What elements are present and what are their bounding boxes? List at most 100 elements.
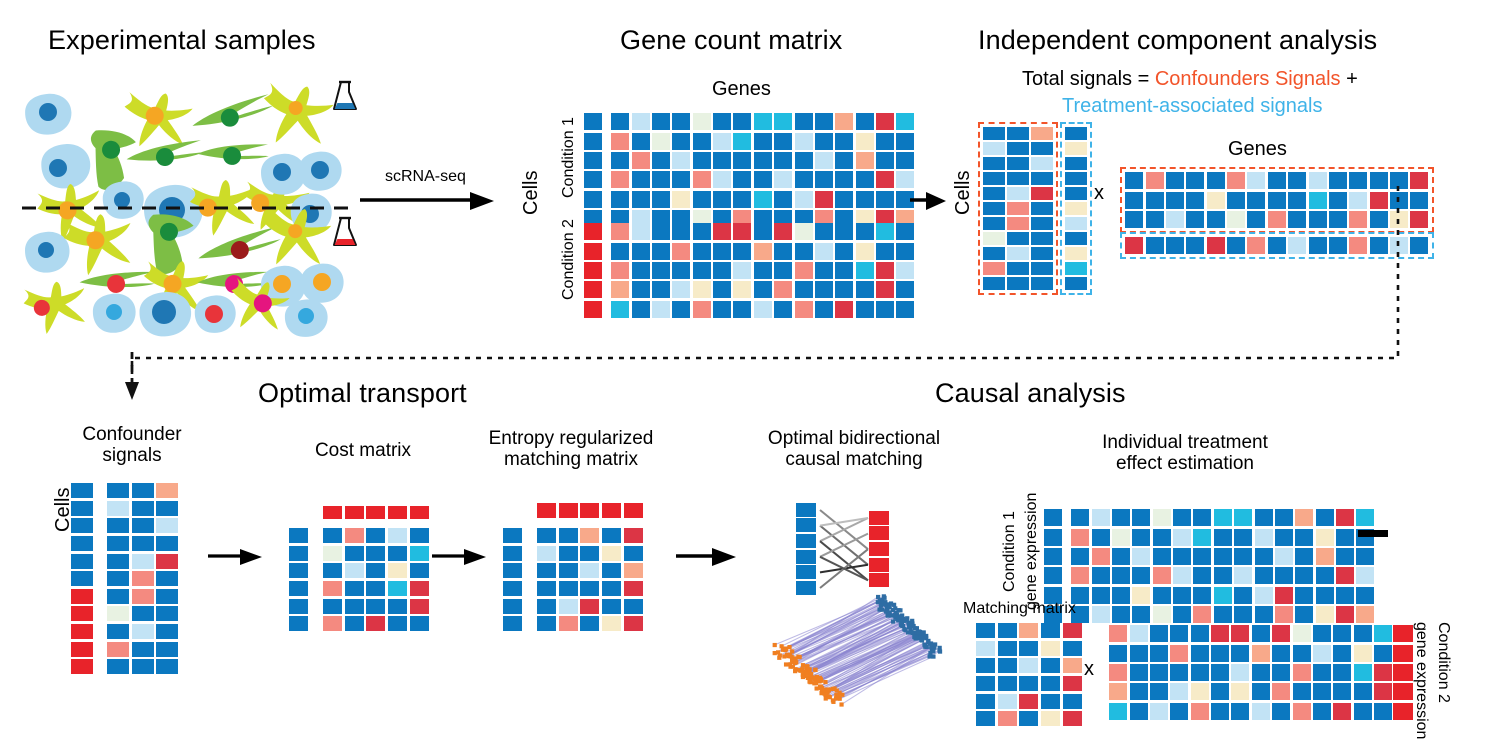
- heatmap-cell: [855, 223, 874, 241]
- scatter-point-blue: [884, 605, 889, 610]
- heatmap-cell: [631, 300, 650, 318]
- heatmap-cell: [1349, 210, 1368, 228]
- ica-to-optimal-transport-connector: [130, 186, 1400, 374]
- scatter-point-blue: [905, 616, 910, 621]
- heatmap-cell: [774, 171, 793, 189]
- heatmap-cell: [366, 528, 386, 544]
- heatmap-cell: [997, 640, 1017, 656]
- ite-condition1-heatmap: [1070, 508, 1376, 624]
- heatmap-cell: [713, 300, 732, 318]
- heatmap-cell: [1295, 528, 1314, 546]
- heatmap-cell: [1328, 191, 1347, 209]
- heatmap-cell: [672, 210, 691, 228]
- heatmap-cell: [876, 261, 895, 279]
- transport-line: [841, 645, 934, 705]
- heatmap-cell: [1044, 567, 1063, 585]
- heatmap-cell: [602, 616, 622, 632]
- heatmap-cell: [1267, 172, 1286, 190]
- heatmap-cell: [876, 171, 895, 189]
- heatmap-cell: [733, 242, 752, 260]
- heatmap-cell: [611, 113, 630, 131]
- heatmap-cell: [1292, 683, 1311, 701]
- heatmap-cell: [1044, 547, 1063, 565]
- heatmap-cell: [611, 281, 630, 299]
- transport-line: [827, 635, 927, 692]
- heatmap-cell: [794, 171, 813, 189]
- heatmap-cell: [1125, 172, 1144, 190]
- heatmap-cell: [1145, 191, 1164, 209]
- scatter-point-orange: [797, 654, 802, 660]
- scatter-point-blue: [896, 608, 901, 613]
- heatmap-cell: [1254, 586, 1273, 604]
- heatmap-cell: [156, 659, 179, 675]
- scatter-point-orange: [772, 642, 777, 648]
- heatmap-cell: [1132, 509, 1151, 527]
- heatmap-cell: [584, 223, 603, 241]
- bidirectional-matching-edges: [819, 509, 869, 589]
- heatmap-cell: [1247, 210, 1266, 228]
- heatmap-cell: [1145, 237, 1164, 255]
- heatmap-cell: [1206, 191, 1225, 209]
- heatmap-cell: [651, 151, 670, 169]
- heatmap-cell: [1149, 683, 1168, 701]
- heatmap-cell: [855, 151, 874, 169]
- heatmap-cell: [1193, 606, 1212, 624]
- heatmap-cell: [1349, 191, 1368, 209]
- cell-body: [23, 281, 85, 335]
- heatmap-cell: [584, 190, 603, 208]
- transport-line: [782, 597, 885, 651]
- heatmap-cell: [713, 113, 732, 131]
- scatter-point-orange: [783, 647, 789, 652]
- heatmap-cell: [631, 223, 650, 241]
- heatmap-cell: [983, 232, 1005, 245]
- heatmap-cell: [631, 242, 650, 260]
- scatter-point-blue: [899, 621, 904, 626]
- heatmap-cell: [876, 132, 895, 150]
- heatmap-cell: [71, 483, 94, 499]
- heatmap-cell: [1044, 509, 1063, 527]
- heatmap-cell: [1019, 711, 1039, 727]
- heatmap-cell: [651, 132, 670, 150]
- heatmap-cell: [1328, 210, 1347, 228]
- scatter-point-blue: [926, 638, 931, 644]
- cell-nucleus: [106, 304, 122, 320]
- condition2-cell-star: [143, 261, 209, 315]
- heatmap-cell: [1173, 528, 1192, 546]
- scatter-point-blue: [914, 626, 919, 631]
- heatmap-cell: [1031, 142, 1053, 155]
- heatmap-cell: [692, 223, 711, 241]
- condition1-cell-spindle: [126, 140, 204, 167]
- heatmap-cell: [896, 223, 915, 241]
- scatter-point-orange: [823, 696, 828, 701]
- ica-confounder-components-matrix: [1120, 167, 1434, 234]
- ica-equation-plus: +: [1340, 68, 1358, 90]
- heatmap-cell: [713, 281, 732, 299]
- heatmap-cell: [1393, 663, 1414, 681]
- heatmap-cell: [409, 616, 429, 632]
- heatmap-cell: [1247, 237, 1266, 255]
- heatmap-cell: [1062, 676, 1082, 692]
- heatmap-cell: [71, 641, 94, 657]
- heatmap-cell: [156, 483, 179, 499]
- heatmap-cell: [107, 518, 130, 534]
- heatmap-cell: [323, 563, 343, 579]
- heatmap-cell: [876, 223, 895, 241]
- heatmap-cell: [1007, 172, 1029, 185]
- heatmap-cell: [1132, 528, 1151, 546]
- heatmap-cell: [774, 113, 793, 131]
- heatmap-cell: [896, 171, 915, 189]
- heatmap-cell: [896, 261, 915, 279]
- heatmap-cell: [835, 300, 854, 318]
- heatmap-cell: [1125, 210, 1144, 228]
- heatmap-cell: [794, 113, 813, 131]
- heatmap-cell: [1211, 644, 1230, 662]
- heatmap-cell: [1125, 191, 1144, 209]
- heatmap-cell: [1213, 509, 1232, 527]
- heatmap-cell: [835, 190, 854, 208]
- condition2-cell-star: [231, 277, 290, 330]
- heatmap-cell: [753, 281, 772, 299]
- scatter-point-blue: [896, 618, 901, 623]
- transport-line: [792, 620, 894, 661]
- heatmap-cell: [1312, 625, 1331, 643]
- heatmap-cell: [997, 623, 1017, 639]
